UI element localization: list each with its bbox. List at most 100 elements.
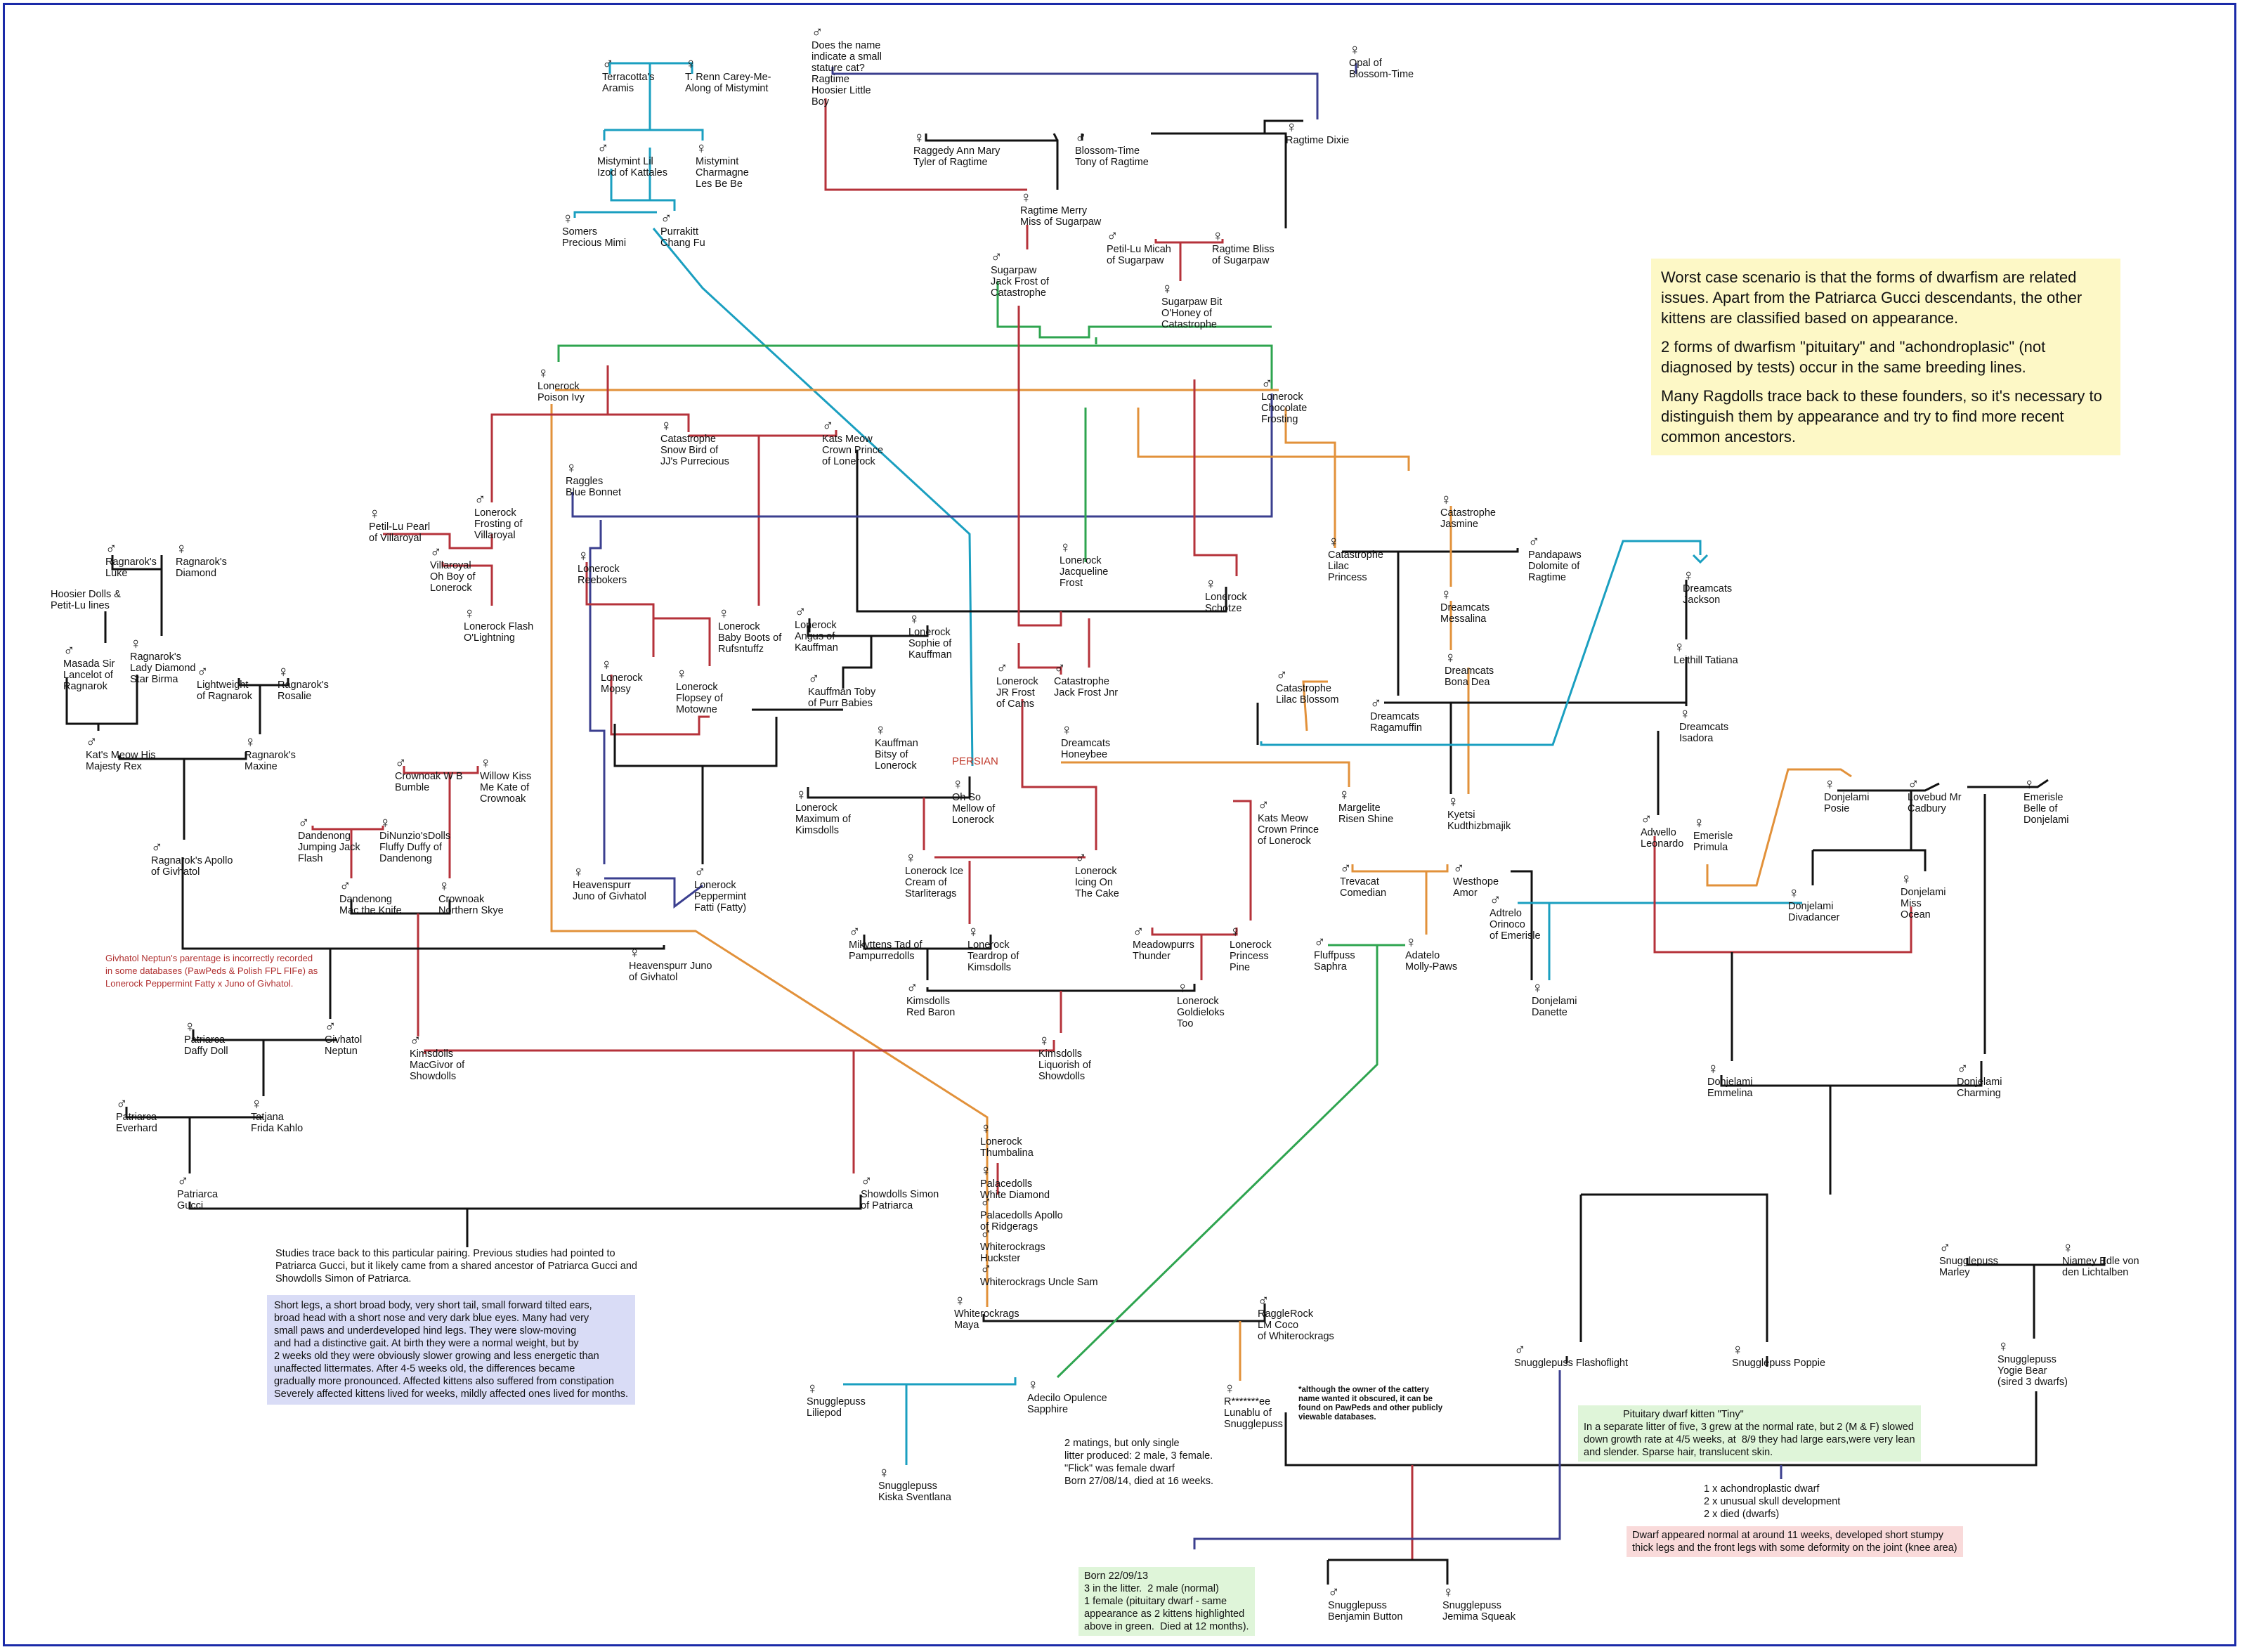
teal-connector-line <box>604 129 704 141</box>
black-connector-line <box>807 776 971 799</box>
female-symbol-icon: ♀ <box>629 944 641 961</box>
persian-label: PERSIAN <box>952 755 998 767</box>
male-symbol-icon: ♂ <box>1258 1292 1270 1309</box>
cat-name-line: Ragtime <box>1528 572 1566 583</box>
cat-node-ragtimedixie: ♀Ragtime Dixie <box>1286 119 1349 147</box>
cat-name-line: Lonerock Flash <box>464 621 534 632</box>
cat-name-line: Diamond <box>176 568 217 579</box>
cat-name-line: Blossom-Time <box>1075 145 1140 157</box>
cat-name-line: Kimsdolls <box>967 962 1012 973</box>
cat-name-line: Adatelo <box>1405 950 1440 961</box>
black-connector-line <box>1511 870 1533 980</box>
studies-note-line: Studies trace back to this particular pa… <box>275 1248 615 1259</box>
cat-name-line: Ragtime Bliss <box>1212 244 1275 255</box>
matings-note-line: litter produced: 2 male, 3 female. <box>1064 1450 1213 1462</box>
teal-connector-line <box>1692 554 1709 564</box>
cat-name-line: Lilac <box>1328 561 1349 572</box>
cat-name-line: Kyetsi <box>1447 809 1475 821</box>
cat-name-line: Jemima Squeak <box>1442 1611 1516 1622</box>
worst-case-note: Worst case scenario is that the forms of… <box>1651 259 2120 455</box>
red-connector-line <box>610 675 710 736</box>
female-symbol-icon: ♀ <box>1177 979 1189 996</box>
cat-name-line: Ragnarok <box>63 681 107 692</box>
cat-name-line: Lightweight <box>197 679 249 691</box>
black-connector-line <box>613 717 778 767</box>
female-symbol-icon: ♀ <box>1212 227 1224 245</box>
symptoms-note-line: 2 weeks old they were obviously slower g… <box>274 1351 599 1362</box>
cat-name-line: Raggles <box>566 476 604 487</box>
black-connector-line <box>111 555 163 571</box>
cat-name-line: Motowne <box>676 704 717 715</box>
female-symbol-icon: ♀ <box>1707 1060 1719 1077</box>
tiny-dwarf-note-line: In a separate litter of five, 3 grew at … <box>1584 1422 1914 1433</box>
dwarf-development-note: Dwarf appeared normal at around 11 weeks… <box>1627 1526 1963 1557</box>
cat-name-line: Lunablu of <box>1224 1407 1272 1419</box>
cat-name-line: Showdolls Simon <box>861 1189 939 1200</box>
female-symbol-icon: ♀ <box>1038 1032 1050 1049</box>
male-symbol-icon: ♂ <box>822 417 834 434</box>
cat-name-line: Whiterockrags <box>980 1242 1045 1253</box>
male-symbol-icon: ♂ <box>1957 1060 1969 1077</box>
cat-name-line: Lonerock <box>474 507 516 519</box>
female-symbol-icon: ♀ <box>1693 814 1705 831</box>
red-connector-line <box>1653 836 1912 954</box>
orange-connector-line <box>1137 408 1410 471</box>
cat-name-line: Kimsdolls <box>795 825 840 836</box>
cat-name-line: Star Birma <box>130 674 178 685</box>
cat-name-line: of Purr Babies <box>808 698 873 709</box>
cattery-note-line: name wanted it obscured, it can be <box>1298 1395 1433 1403</box>
cat-name-line: Heavenspurr <box>573 880 632 891</box>
cat-name-line: Benjamin Button <box>1328 1611 1403 1622</box>
cat-name-line: Lonerock <box>430 583 472 594</box>
cat-name-line: Petil-Lu Pearl <box>369 521 431 533</box>
red-connector-line <box>1017 643 1062 675</box>
cat-name-line: Ragtime <box>812 74 849 85</box>
cat-name-line: LM Coco <box>1258 1320 1299 1331</box>
cat-node-unclesam: ♂Whiterockrags Uncle Sam <box>980 1260 1098 1289</box>
female-symbol-icon: ♀ <box>379 814 391 831</box>
cat-name-line: Liquorish of <box>1038 1060 1091 1071</box>
cat-name-line: Crown Prince <box>822 445 884 456</box>
cat-name-line: Amor <box>1453 887 1478 899</box>
female-symbol-icon: ♀ <box>1442 1583 1454 1601</box>
cat-name-line: Donjelami <box>1901 887 1946 898</box>
cat-name-line: Patriarca <box>177 1189 219 1200</box>
female-symbol-icon: ♀ <box>130 635 142 652</box>
cat-name-line: Snugglepuss <box>1997 1354 2057 1365</box>
female-symbol-icon: ♀ <box>685 55 697 72</box>
female-symbol-icon: ♀ <box>1732 1341 1744 1358</box>
cat-name-line: Niamey Edle von <box>2062 1256 2139 1267</box>
black-connector-line <box>856 450 1227 613</box>
cat-name-line: Lonerock <box>718 621 760 632</box>
red-connector-line <box>585 562 655 657</box>
cat-name-line: Dreamcats <box>1679 722 1729 733</box>
cat-name-line: Aramis <box>602 83 634 94</box>
cat-name-line: Princess <box>1230 951 1269 962</box>
female-symbol-icon: ♀ <box>908 610 920 627</box>
cat-name-line: Oh Boy of <box>430 571 476 583</box>
male-symbol-icon: ♂ <box>980 1260 992 1277</box>
cat-name-line: Heavenspurr Juno <box>629 961 712 972</box>
female-symbol-icon: ♀ <box>1901 870 1912 887</box>
green-connector-line <box>996 281 1272 339</box>
cat-name-line: Charming <box>1957 1088 2001 1099</box>
orange-connector-line <box>1061 761 1350 787</box>
cat-name-line: Snugglepuss Flashoflight <box>1514 1358 1629 1369</box>
cat-name-line: Me Kate of <box>480 782 530 793</box>
cat-name-line: Northern Skye <box>438 905 504 916</box>
cat-name-line: Kimsdolls <box>410 1048 454 1060</box>
symptoms-note: Short legs, a short broad body, very sho… <box>267 1295 635 1405</box>
female-symbol-icon: ♀ <box>1445 649 1456 666</box>
cat-name-line: Bona Dea <box>1445 677 1490 688</box>
